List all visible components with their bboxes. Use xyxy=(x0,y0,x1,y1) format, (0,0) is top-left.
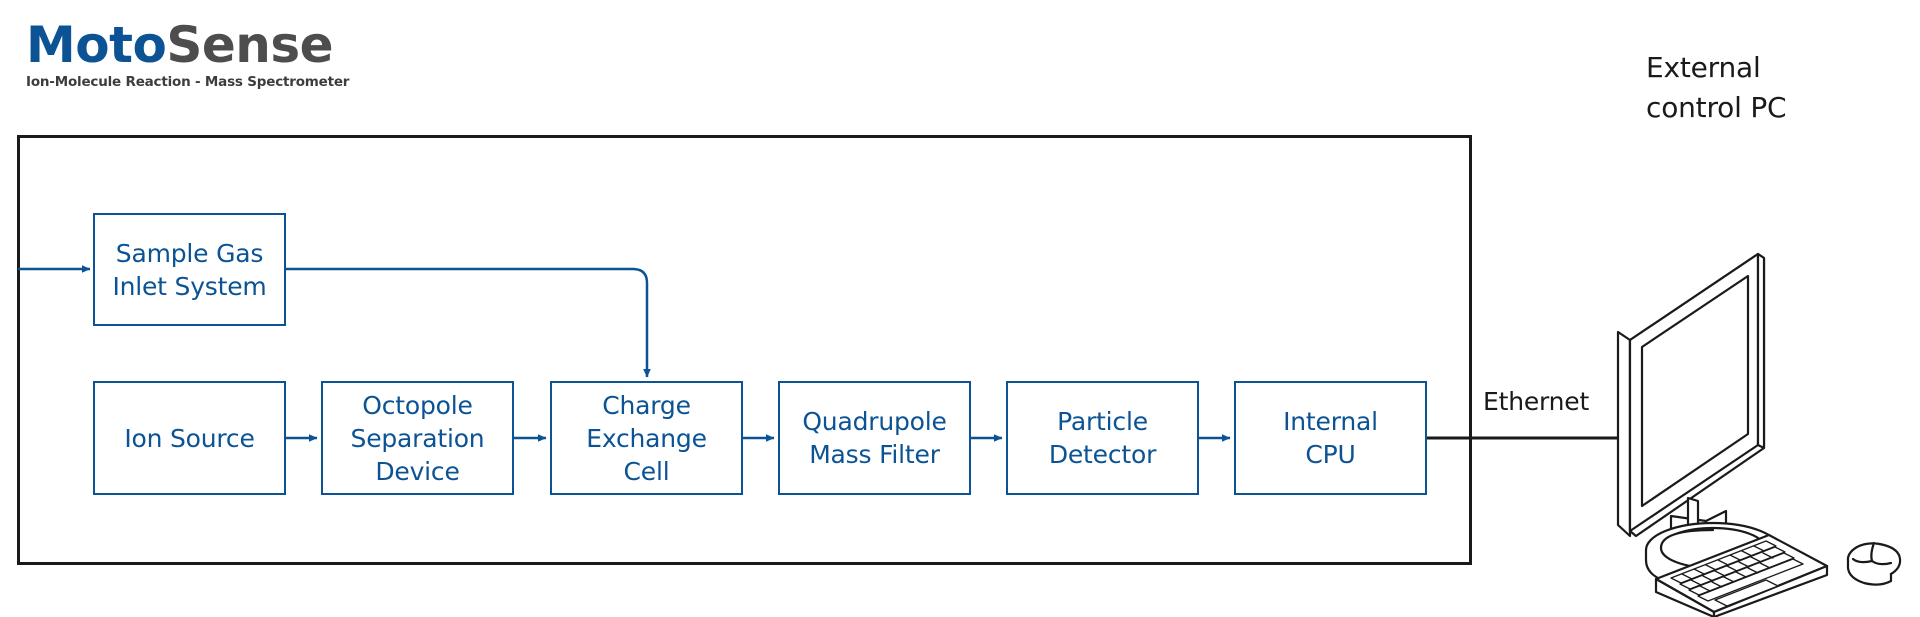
block-octopole-separation-device[interactable]: Octopole Separation Device xyxy=(321,381,514,495)
brand-name-secondary: Sense xyxy=(166,16,334,74)
block-charge-exchange-cell[interactable]: Charge Exchange Cell xyxy=(550,381,743,495)
external-control-pc-label: External control PC xyxy=(1646,51,1787,124)
ethernet-label: Ethernet xyxy=(1483,387,1590,416)
desktop-computer-icon xyxy=(1616,252,1902,617)
brand-wordmark: MotoSense xyxy=(26,18,446,72)
block-quadrupole-mass-filter[interactable]: Quadrupole Mass Filter xyxy=(778,381,971,495)
block-internal-cpu[interactable]: Internal CPU xyxy=(1234,381,1427,495)
brand-logo: MotoSense Ion-Molecule Reaction - Mass S… xyxy=(26,18,446,108)
instrument-enclosure xyxy=(17,135,1472,565)
block-sample-gas-inlet-system[interactable]: Sample Gas Inlet System xyxy=(93,213,286,326)
block-ion-source[interactable]: Ion Source xyxy=(93,381,286,495)
brand-name-primary: Moto xyxy=(26,16,167,74)
brand-tagline: Ion-Molecule Reaction - Mass Spectromete… xyxy=(26,74,350,90)
block-particle-detector[interactable]: Particle Detector xyxy=(1006,381,1199,495)
